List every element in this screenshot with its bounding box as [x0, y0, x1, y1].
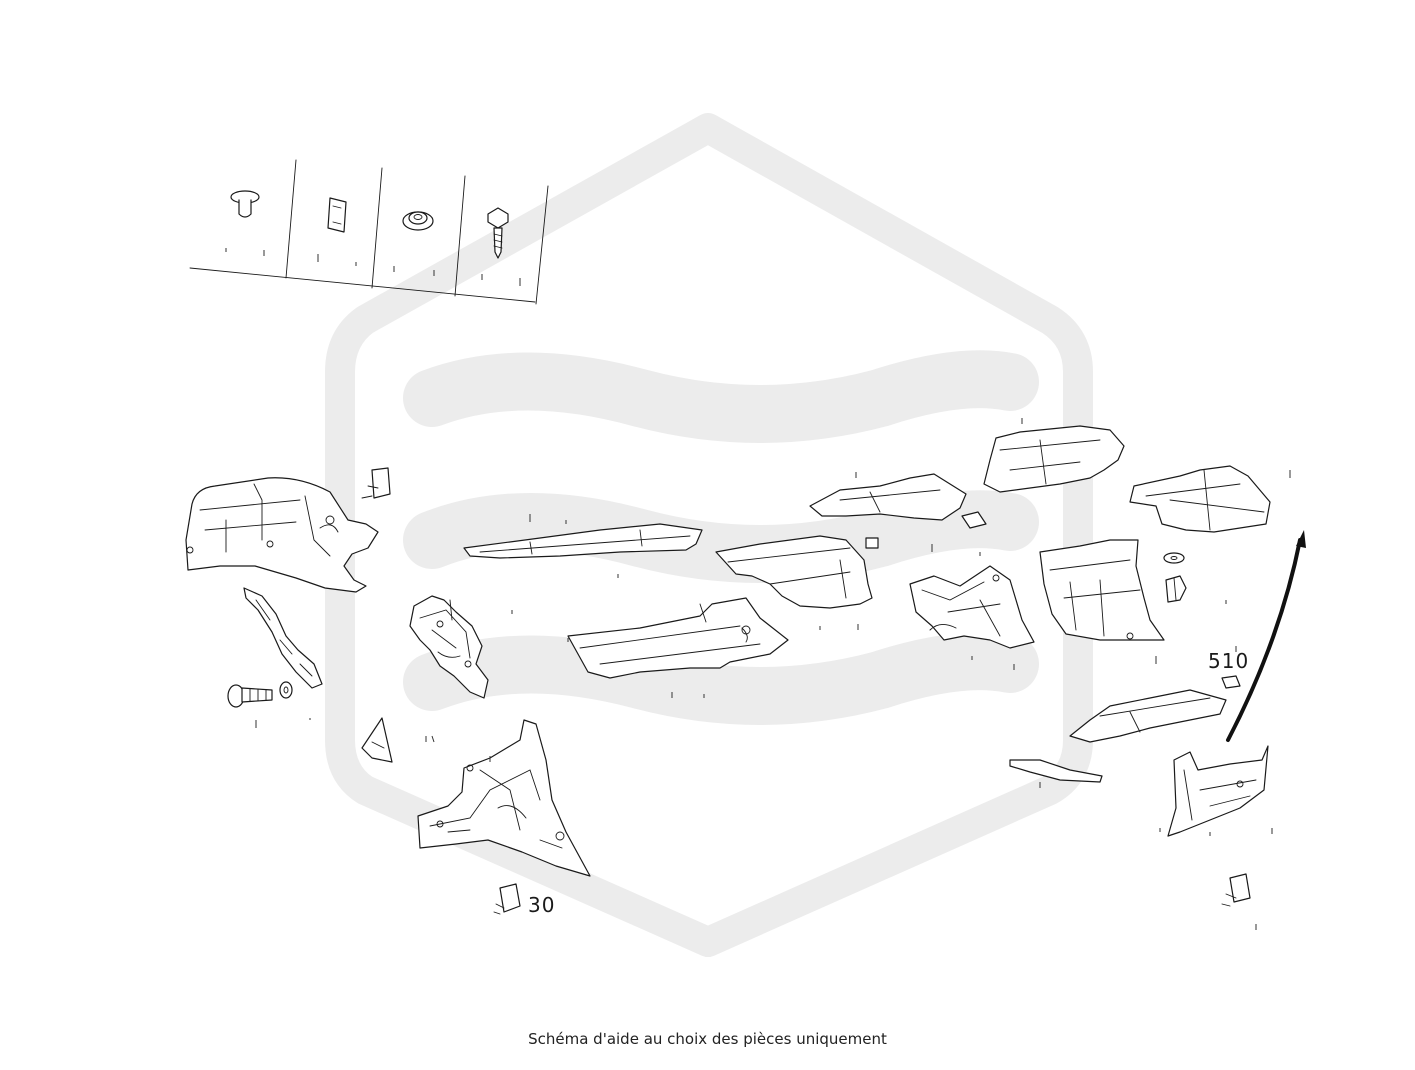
push-rivet-icon [230, 190, 260, 218]
clip-bottom-right [1221, 873, 1251, 907]
spring-clip-icon [327, 197, 347, 233]
heat-shield-center-upper [715, 535, 879, 609]
bracket-box-right [1039, 539, 1165, 641]
callout-30: 30 [528, 893, 555, 917]
bolt-washer-right-icon [1163, 552, 1187, 603]
flange-nut-icon [402, 211, 434, 231]
arrow-icon [1226, 530, 1306, 742]
fastener-table [189, 159, 549, 305]
heat-shield-tunnel-right [1129, 465, 1271, 533]
clip-510 [1221, 675, 1241, 689]
heat-shield-center-lower [567, 597, 789, 679]
clip-small-left [361, 467, 391, 499]
bolt-washer-icon [227, 681, 293, 708]
rail-upper [463, 523, 703, 559]
support-assembly-lower [417, 719, 591, 877]
caption: Schéma d'aide au choix des pièces unique… [528, 1030, 887, 1048]
callout-510: 510 [1208, 649, 1249, 673]
heat-shield-top-small [809, 473, 967, 521]
hex-screw-icon [487, 207, 509, 259]
clip-30 [493, 883, 521, 915]
clip-center [961, 511, 987, 529]
rail-small-right [1009, 759, 1103, 783]
corner-bracket [361, 717, 393, 763]
heat-shield-left [185, 477, 379, 593]
reference-ticks [255, 418, 1291, 930]
bracket-complex-center [909, 565, 1035, 649]
wiring-bracket-left [409, 595, 489, 699]
bracket-lower-right [1167, 745, 1269, 837]
heat-shield-top-right [983, 425, 1125, 493]
heat-shield-right-lower [1069, 689, 1227, 743]
bracket-strip-left [243, 587, 323, 689]
